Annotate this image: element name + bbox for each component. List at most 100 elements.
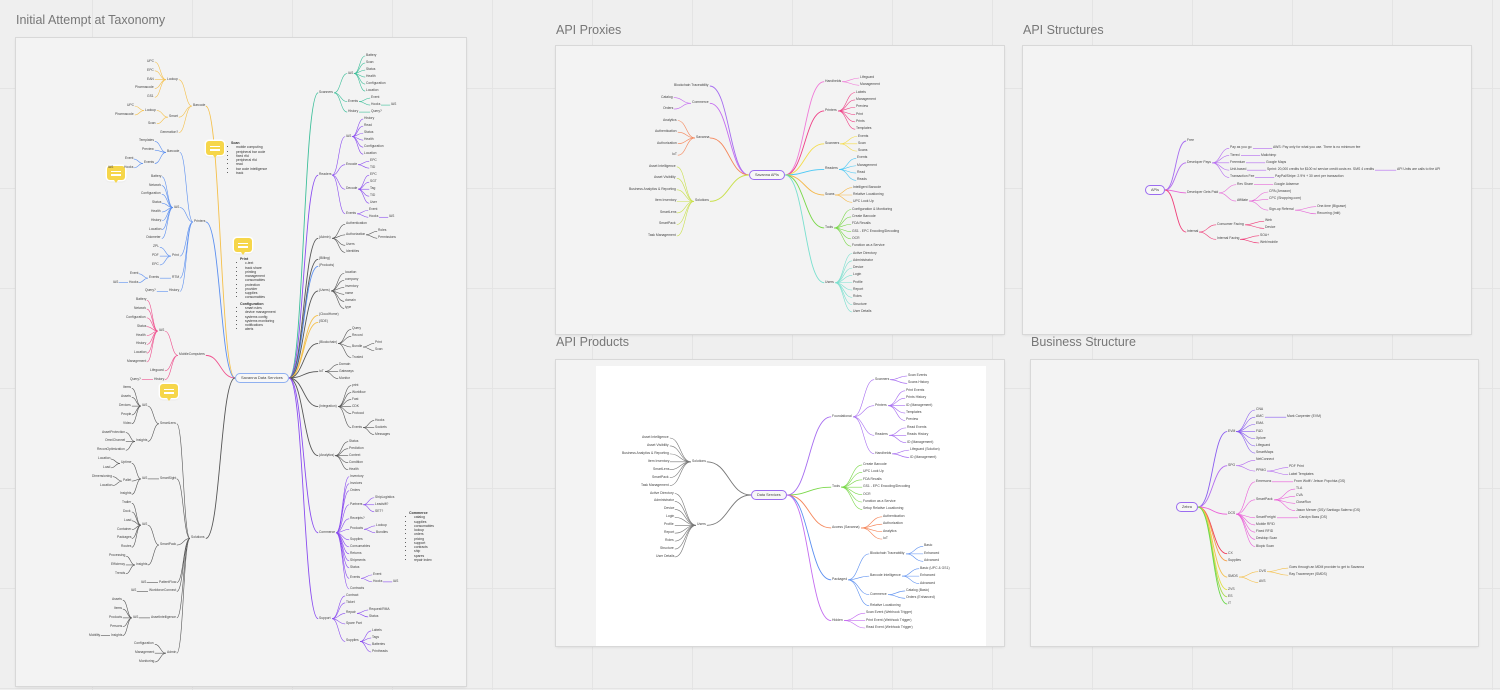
mindmap-node[interactable]: ID (Management)	[906, 402, 933, 407]
mindmap-node[interactable]: CPC (Shopping.com)	[1269, 196, 1302, 201]
mindmap-node[interactable]: Items	[114, 606, 123, 611]
mindmap-node[interactable]: IoT	[672, 152, 677, 157]
mindmap-node[interactable]: CPA (Amazon)	[1269, 189, 1292, 193]
mindmap-node[interactable]: Status	[364, 130, 374, 135]
mindmap-node[interactable]: Blockchain Traceability	[674, 83, 709, 87]
mindmap-node[interactable]: Sprint: 20,000 credits for $100 w/ servi…	[1267, 167, 1375, 172]
mindmap-node[interactable]: History	[151, 217, 162, 222]
board-title-taxonomy[interactable]: Initial Attempt at Taxonomy	[16, 13, 166, 27]
mindmap-node[interactable]: Solutions	[695, 198, 709, 203]
mindmap-node[interactable]: Profile	[664, 522, 674, 527]
mindmap-node[interactable]: Battery	[136, 297, 147, 302]
mindmap-node[interactable]: Insights	[136, 438, 148, 443]
mindmap-node[interactable]: Authentication	[883, 513, 905, 518]
mindmap-node[interactable]: AMC	[1256, 414, 1264, 419]
mindmap-node[interactable]: Network	[134, 306, 147, 311]
mindmap-node[interactable]: SMDS	[1228, 574, 1238, 579]
mindmap-node[interactable]: IAS	[113, 279, 119, 284]
mindmap-center-node[interactable]: Data Services	[751, 490, 787, 501]
mindmap-node[interactable]: IAS	[159, 328, 165, 333]
mindmap-node[interactable]: Persons	[110, 623, 123, 628]
mindmap-node[interactable]: Management	[856, 96, 876, 101]
mindmap-node[interactable]: OCR	[852, 235, 860, 240]
mindmap-node[interactable]: Commerce	[319, 529, 336, 534]
mindmap-node[interactable]: Video	[123, 420, 132, 425]
mindmap-node[interactable]: Gateways	[339, 368, 354, 373]
mindmap-node[interactable]: Roles	[665, 538, 674, 543]
mindmap-node[interactable]: Printers	[875, 402, 887, 407]
mindmap-node[interactable]: Devices	[119, 403, 131, 408]
mindmap-node[interactable]: Location	[364, 151, 377, 156]
mindmap-node[interactable]: EPC	[370, 172, 377, 177]
mindmap-node[interactable]: EPC	[147, 67, 154, 72]
mindmap-node[interactable]: Health	[364, 137, 374, 142]
mindmap-node[interactable]: Scanners	[875, 376, 890, 381]
mindmap-node[interactable]: Query?	[130, 376, 141, 381]
mindmap-node[interactable]: Prints History	[906, 395, 927, 400]
mindmap-node[interactable]: Returns	[350, 550, 362, 555]
mindmap-node[interactable]: Tag	[370, 186, 376, 191]
board-frame-api-proxies[interactable]	[556, 46, 1004, 334]
mindmap-node[interactable]: Events	[149, 275, 160, 280]
board-frame-business-structure[interactable]	[1031, 360, 1478, 646]
mindmap-node[interactable]: User Details	[656, 554, 675, 558]
board-title-api-structures[interactable]: API Structures	[1023, 23, 1104, 37]
mindmap-node[interactable]: Hooks	[375, 417, 385, 422]
mindmap-node[interactable]: Event	[373, 571, 382, 576]
mindmap-node[interactable]: Authorization	[657, 140, 677, 145]
mindmap-node[interactable]: (SDE)	[319, 319, 328, 324]
mindmap-node[interactable]: Configuration	[141, 191, 161, 196]
mindmap-node[interactable]: Item Inventory	[655, 198, 677, 203]
mindmap-node[interactable]: Assets	[121, 394, 131, 399]
sticky-note-icon[interactable]	[160, 384, 178, 401]
mindmap-node[interactable]: Preview	[856, 104, 869, 109]
mindmap-node[interactable]: SmartLens	[160, 420, 176, 425]
mindmap-node[interactable]: Print Events	[906, 387, 925, 392]
mindmap-node[interactable]: ReconOptimization	[97, 447, 125, 452]
mindmap-node[interactable]: Events	[857, 155, 868, 160]
sticky-note-icon[interactable]	[234, 238, 252, 255]
mindmap-node[interactable]: Setup Relative Locationing	[863, 506, 904, 511]
mindmap-node[interactable]: Read Event (Webhook Trigger)	[866, 625, 913, 629]
mindmap-node[interactable]: Location	[98, 456, 111, 461]
mindmap-node[interactable]: Protocol	[352, 410, 365, 415]
mindmap-node[interactable]: IAS	[393, 578, 399, 583]
mindmap-node[interactable]: Task Management	[641, 482, 669, 487]
board-frame-api-structures[interactable]	[1023, 46, 1471, 334]
mindmap-node[interactable]: Encode	[346, 161, 358, 166]
mindmap-node[interactable]: Blockchain Traceability	[870, 550, 905, 555]
mindmap-node[interactable]: print	[352, 382, 359, 387]
mindmap-node[interactable]: Reads	[857, 177, 867, 182]
mindmap-node[interactable]: Scanners	[825, 140, 840, 145]
mindmap-center-node[interactable]: Zebra	[1176, 502, 1198, 513]
mindmap-node[interactable]: History	[136, 341, 147, 346]
mindmap-node[interactable]: Lifeguard	[860, 75, 875, 79]
mindmap-node[interactable]: Users	[697, 522, 706, 527]
mindmap-node[interactable]: Event	[130, 270, 139, 275]
mindmap-node[interactable]: Prediction	[349, 445, 364, 450]
mindmap-node[interactable]: Authentication	[655, 129, 677, 134]
mindmap-node[interactable]: Orders	[350, 487, 361, 492]
mindmap-node[interactable]: Active Directory	[650, 490, 674, 495]
mindmap-node[interactable]: IAS	[391, 102, 397, 107]
mindmap-node[interactable]: IAS	[174, 204, 180, 209]
mindmap-node[interactable]: Status	[366, 67, 376, 72]
mindmap-node[interactable]: SmartPack	[1256, 496, 1273, 501]
mindmap-node[interactable]: Structure	[853, 301, 867, 306]
mindmap-node[interactable]: Templates	[906, 410, 922, 415]
mindmap-node[interactable]: Hooks	[373, 578, 383, 583]
mindmap-node[interactable]: Jason Mercer (DS)/ Santiago Salerno (DS)	[1296, 507, 1361, 512]
mindmap-node[interactable]: Structure	[660, 546, 674, 551]
board-title-api-products[interactable]: API Products	[556, 335, 629, 349]
mindmap-node[interactable]: Hooks	[369, 214, 379, 219]
note-print[interactable]: Print c-texttrack shareprintingmanagemen…	[240, 257, 276, 332]
mindmap-node[interactable]: Device	[853, 265, 864, 270]
mindmap-node[interactable]: OCR	[863, 491, 871, 496]
mindmap-node[interactable]: Foundational	[832, 413, 852, 418]
mindmap-node[interactable]: Asset Visibility	[654, 175, 676, 180]
mindmap-node[interactable]: GS1 - EPC Encoding/Decoding	[863, 484, 911, 489]
mindmap-node[interactable]: Health	[366, 74, 376, 79]
mindmap-node[interactable]: Status	[349, 438, 359, 443]
mindmap-node[interactable]: Status	[152, 200, 162, 205]
mindmap-node[interactable]: Dock	[123, 509, 131, 513]
